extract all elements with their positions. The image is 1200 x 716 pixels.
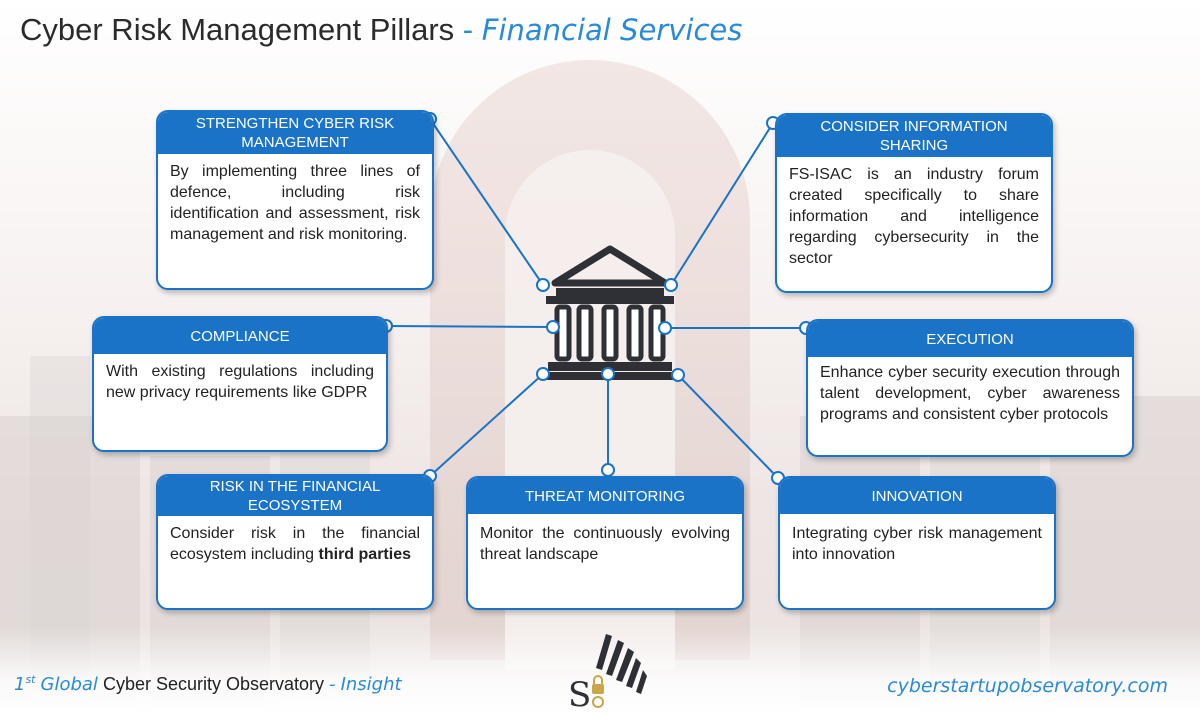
- node-center-threat: [601, 367, 615, 381]
- pillar-description-text: Consider risk in the financial ecosystem…: [170, 525, 420, 563]
- pillar-card-info-sharing: CONSIDER INFORMATION SHARING FS-ISAC is …: [775, 113, 1053, 293]
- footer-dash: -: [329, 674, 336, 695]
- pillar-card-threat: THREAT MONITORING Monitor the continuous…: [466, 476, 744, 610]
- title-separator: -: [462, 12, 474, 47]
- page-title: Cyber Risk Management Pillars - Financia…: [20, 12, 742, 48]
- pillar-description: FS-ISAC is an industry forum created spe…: [789, 166, 1039, 267]
- pillar-title: INNOVATION: [780, 478, 1054, 514]
- pillar-title: CONSIDER INFORMATION SHARING: [777, 115, 1051, 157]
- pillar-card-compliance: COMPLIANCE With existing regulations inc…: [92, 316, 388, 452]
- pillar-description: Monitor the continuously evolving threat…: [480, 525, 730, 563]
- node-center-innovation: [671, 368, 685, 382]
- footer-global: Global: [40, 674, 98, 695]
- connector-compliance: [385, 325, 554, 328]
- footer-website[interactable]: cyberstartupobservatory.com: [887, 675, 1168, 697]
- node-threat: [601, 463, 615, 477]
- node-center-strengthen: [536, 278, 550, 292]
- title-main: Cyber Risk Management Pillars: [20, 12, 455, 47]
- connector-innovation: [677, 374, 779, 479]
- pillar-description: With existing regulations including new …: [106, 363, 374, 401]
- footer-insight: Insight: [340, 674, 402, 695]
- connector-ecosystem: [429, 373, 544, 477]
- node-center-execution: [658, 321, 672, 335]
- pillar-title: RISK IN THE FINANCIAL ECOSYSTEM: [158, 476, 432, 516]
- footer-ordinal-suffix: st: [25, 673, 36, 686]
- connector-info-sharing: [670, 122, 774, 286]
- pillar-title: STRENGTHEN CYBER RISK MANAGEMENT: [158, 112, 432, 154]
- pillar-title: COMPLIANCE: [94, 318, 386, 354]
- node-center-info-sharing: [664, 278, 678, 292]
- node-center-ecosystem: [536, 367, 550, 381]
- bank-building-icon: [540, 245, 680, 380]
- pillar-description: By implementing three lines of defence, …: [170, 163, 420, 243]
- pillar-card-execution: EXECUTION Enhance cyber security executi…: [806, 319, 1134, 457]
- pillar-description-bold: third parties: [318, 546, 411, 563]
- pillar-title: THREAT MONITORING: [468, 478, 742, 514]
- footer-ordinal: 1: [14, 674, 26, 695]
- logo-letter: S: [568, 675, 591, 712]
- pillar-card-strengthen: STRENGTHEN CYBER RISK MANAGEMENT By impl…: [156, 110, 434, 290]
- pillar-description: Consider risk in the financial ecosystem…: [158, 516, 432, 573]
- observatory-logo-icon: S: [568, 634, 647, 712]
- footer-observatory: Cyber Security Observatory: [102, 674, 325, 694]
- footer-tagline: 1st Global Cyber Security Observatory - …: [14, 673, 402, 695]
- pillar-description: Enhance cyber security execution through…: [820, 364, 1120, 423]
- pillar-card-innovation: INNOVATION Integrating cyber risk manage…: [778, 476, 1056, 610]
- pillar-title: EXECUTION: [808, 321, 1132, 357]
- pillar-description: Integrating cyber risk management into i…: [792, 525, 1042, 563]
- title-subtitle: Financial Services: [481, 13, 743, 47]
- connector-strengthen: [429, 118, 544, 286]
- pillar-card-ecosystem: RISK IN THE FINANCIAL ECOSYSTEM Consider…: [156, 474, 434, 610]
- node-center-compliance: [546, 320, 560, 334]
